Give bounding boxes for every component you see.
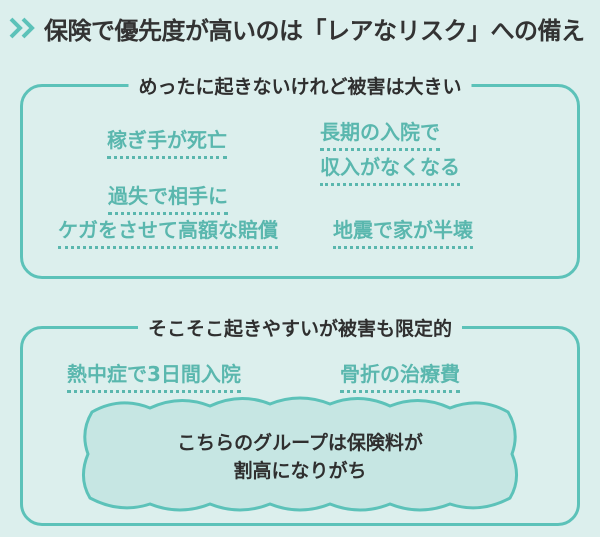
- cloud-note-line-1: こちらのグループは保険料が: [177, 432, 423, 454]
- risk-item-breadwinner-death: 稼ぎ手が死亡: [107, 128, 227, 159]
- risk-item-fracture: 骨折の治療費: [340, 362, 460, 393]
- double-chevron-right-icon: [8, 16, 38, 40]
- common-risk-group: そこそこ起きやすいが被害も限定的: [20, 314, 580, 526]
- risk-item-liability-compensation-line2: ケガをさせて高額な賠償: [58, 218, 278, 249]
- cloud-note: こちらのグループは保険料が 割高になりがち: [80, 430, 520, 485]
- risk-item-earthquake: 地震で家が半壊: [333, 218, 473, 249]
- risk-item-heatstroke: 熱中症で3日間入院: [67, 362, 241, 393]
- risk-item-long-hospitalization: 長期の入院で 収入がなくなる: [320, 120, 460, 186]
- header: 保険で優先度が高いのは「レアなリスク」への備え: [8, 8, 585, 48]
- rare-risk-group-label: めったに起きないけれど被害は大きい: [128, 72, 472, 99]
- cloud-note-line-2: 割高になりがち: [233, 459, 367, 482]
- cloud-shape: [82, 396, 518, 512]
- page-title: 保険で優先度が高いのは「レアなリスク」への備え: [44, 16, 585, 45]
- common-risk-group-label: そこそこ起きやすいが被害も限定的: [137, 314, 463, 341]
- rare-risk-group: めったに起きないけれど被害は大きい: [20, 72, 580, 279]
- risk-item-liability-compensation: 過失で相手に: [108, 184, 228, 215]
